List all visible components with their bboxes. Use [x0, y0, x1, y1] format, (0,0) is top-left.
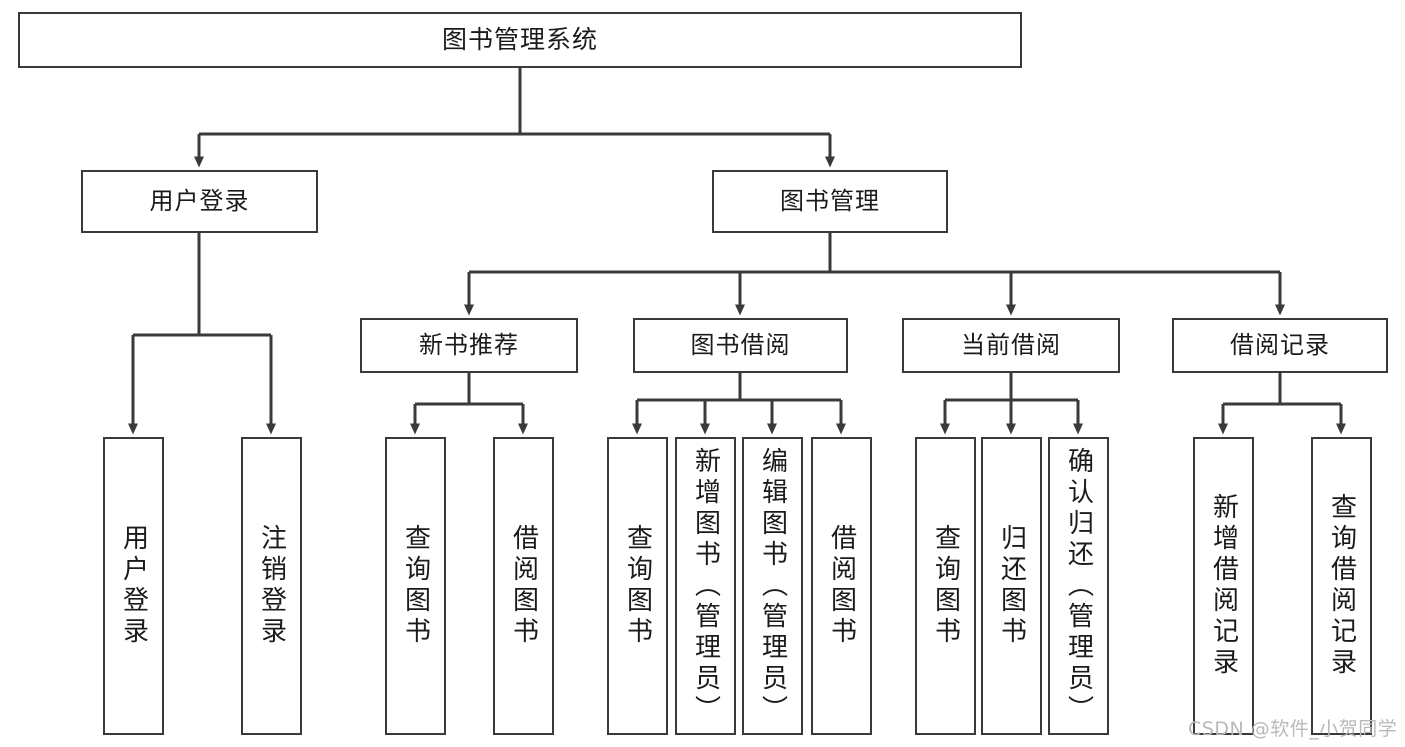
- node-label: 用户登录: [118, 524, 149, 648]
- node-current-borrow[interactable]: 当前借阅: [902, 318, 1120, 373]
- node-label: 借阅记录: [1230, 330, 1330, 359]
- node-label: 借阅图书: [826, 524, 857, 648]
- node-label: 归还图书: [996, 524, 1027, 648]
- node-book-borrow[interactable]: 图书借阅: [633, 318, 848, 373]
- node-label: 新增借阅记录: [1208, 493, 1239, 679]
- node-label: 图书管理系统: [441, 24, 598, 54]
- node-label: 用户登录: [149, 186, 250, 215]
- node-leaf-confirm-return[interactable]: 确认归还（管理员）: [1048, 437, 1109, 735]
- node-label: 编辑图书（管理员）: [757, 446, 788, 726]
- node-borrow-record[interactable]: 借阅记录: [1172, 318, 1388, 373]
- node-leaf-edit-book[interactable]: 编辑图书（管理员）: [742, 437, 803, 735]
- node-leaf-user-login[interactable]: 用户登录: [103, 437, 164, 735]
- node-user-login[interactable]: 用户登录: [81, 170, 318, 233]
- node-leaf-query-book-3[interactable]: 查询图书: [915, 437, 976, 735]
- node-label: 查询图书: [622, 524, 653, 648]
- node-leaf-return-book[interactable]: 归还图书: [981, 437, 1042, 735]
- node-label: 查询图书: [930, 524, 961, 648]
- node-leaf-borrow-book-1[interactable]: 借阅图书: [493, 437, 554, 735]
- node-label: 查询图书: [400, 524, 431, 648]
- node-leaf-query-book-1[interactable]: 查询图书: [385, 437, 446, 735]
- node-label: 当前借阅: [961, 330, 1061, 359]
- node-new-book-recommend[interactable]: 新书推荐: [360, 318, 578, 373]
- node-book-management[interactable]: 图书管理: [712, 170, 948, 233]
- node-label: 注销登录: [256, 524, 287, 648]
- node-label: 确认归还（管理员）: [1063, 446, 1094, 726]
- node-root-system[interactable]: 图书管理系统: [18, 12, 1022, 68]
- node-leaf-query-book-2[interactable]: 查询图书: [607, 437, 668, 735]
- node-leaf-add-record[interactable]: 新增借阅记录: [1193, 437, 1254, 735]
- node-leaf-add-book[interactable]: 新增图书（管理员）: [675, 437, 736, 735]
- node-leaf-borrow-book-2[interactable]: 借阅图书: [811, 437, 872, 735]
- node-label: 查询借阅记录: [1326, 493, 1357, 679]
- node-label: 借阅图书: [508, 524, 539, 648]
- node-label: 新增图书（管理员）: [690, 446, 721, 726]
- node-label: 图书管理: [780, 186, 880, 215]
- watermark-text: CSDN @软件_小贺同学: [1188, 718, 1398, 740]
- node-leaf-query-record[interactable]: 查询借阅记录: [1311, 437, 1372, 735]
- node-label: 图书借阅: [690, 330, 791, 359]
- node-leaf-logout-login[interactable]: 注销登录: [241, 437, 302, 735]
- node-label: 新书推荐: [419, 330, 519, 359]
